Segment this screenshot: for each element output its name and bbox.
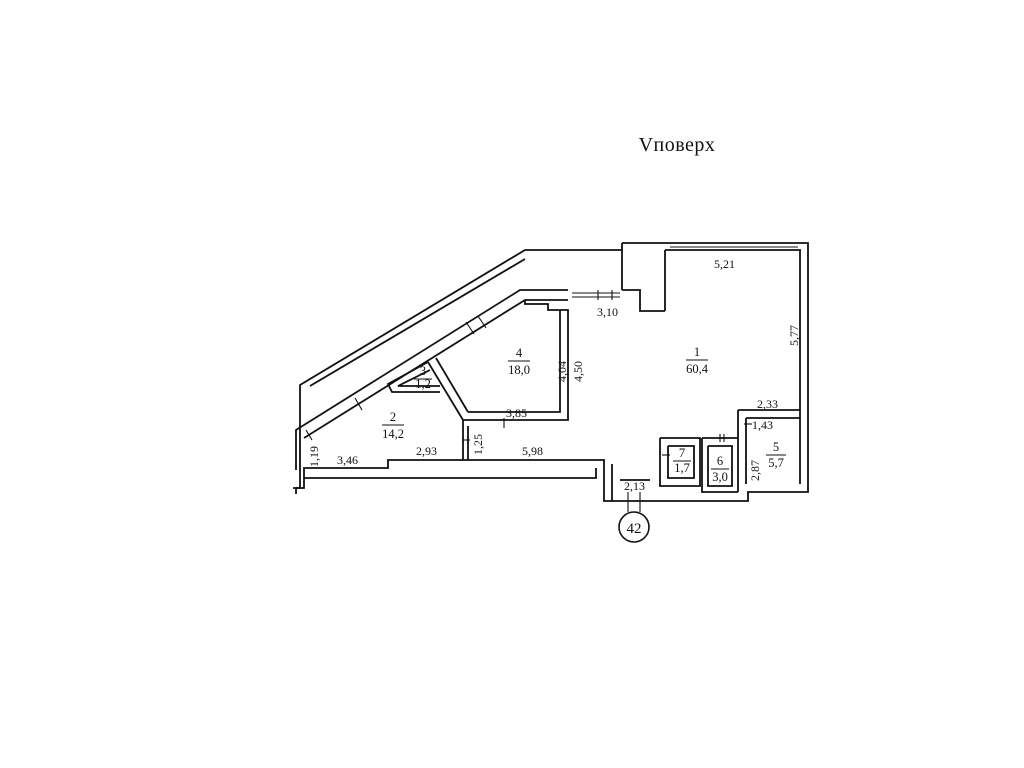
apartment-number-marker: 42 (618, 511, 650, 543)
dim-room4-height-a: 4,04 (555, 361, 569, 382)
apartment-number: 42 (627, 521, 642, 537)
dim-bottom-mid: 2,93 (416, 444, 437, 458)
dim-niche-width: 3,10 (597, 305, 618, 319)
dim-room5-gap: 1,43 (752, 418, 773, 432)
dimension-labels: 5,21 5,77 3,10 4,04 4,50 3,85 2,33 1,43 … (307, 257, 801, 493)
room-2-label: 2 14,2 (382, 410, 404, 441)
dim-right-wall: 5,77 (787, 325, 801, 346)
room-4-number: 4 (516, 346, 523, 360)
room-1-label: 1 60,4 (686, 345, 709, 376)
dim-room4-width: 3,85 (506, 406, 527, 420)
window-markers (299, 246, 798, 465)
room-7-label: 7 1,7 (673, 446, 691, 475)
floor-title: Vповерх (638, 134, 716, 156)
room-7-number: 7 (679, 446, 685, 460)
outer-walls (293, 242, 809, 502)
room-4-label: 4 18,0 (508, 346, 530, 377)
room-3-number: 3 (420, 364, 426, 378)
room-labels: 1 60,4 2 14,2 3 1,2 4 18,0 5 (382, 345, 786, 484)
interior-walls (386, 300, 800, 512)
dim-corridor-height: 1,25 (471, 434, 485, 455)
room-6-label: 6 3,0 (711, 454, 729, 484)
dim-room5-height: 2,87 (748, 460, 762, 481)
room-5-label: 5 5,7 (766, 440, 786, 470)
dim-room4-height-b: 4,50 (571, 361, 585, 382)
room-1-number: 1 (694, 345, 700, 359)
room-6-number: 6 (717, 454, 723, 468)
room-4-area: 18,0 (508, 363, 530, 377)
dim-left-end: 1,19 (307, 446, 321, 467)
room-7-area: 1,7 (674, 461, 690, 475)
room-3-label: 3 1,2 (414, 364, 432, 391)
room-5-area: 5,7 (768, 456, 784, 470)
room-3-area: 1,2 (415, 377, 431, 391)
room-5-number: 5 (773, 440, 779, 454)
dim-bottom-left: 3,46 (337, 453, 358, 467)
dim-entrance-width: 2,13 (624, 479, 645, 493)
room-2-number: 2 (390, 410, 396, 424)
room-2-area: 14,2 (382, 427, 404, 441)
room-1-area: 60,4 (686, 362, 709, 376)
room-6-area: 3,0 (712, 470, 728, 484)
dim-top-wall: 5,21 (714, 257, 735, 271)
dim-bottom-right: 5,98 (522, 444, 543, 458)
dim-room5-width: 2,33 (757, 397, 778, 411)
